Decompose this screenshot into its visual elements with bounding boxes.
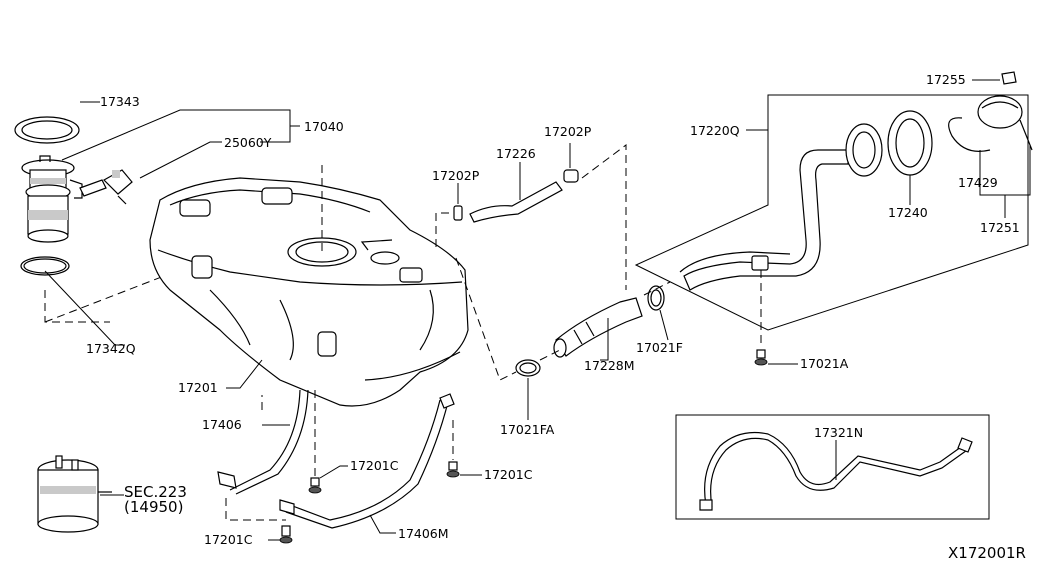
part-label-17343: 17343 xyxy=(100,94,140,109)
part-label-17201c-a: 17201C xyxy=(350,458,399,473)
part-label-17021a: 17021A xyxy=(800,356,849,371)
part-label-17201c-c: 17201C xyxy=(204,532,253,547)
part-label-17220q: 17220Q xyxy=(690,123,740,138)
tank-strap-17406m-icon xyxy=(279,393,455,529)
bolt-17201c-b-icon xyxy=(446,461,460,478)
vent-tube-box xyxy=(675,414,990,520)
part-label-17226: 17226 xyxy=(496,146,536,161)
bolt-17201c-a-icon xyxy=(308,477,322,494)
bolt-17201c-c-icon xyxy=(279,525,293,544)
clamp-17202p-a-icon xyxy=(453,205,463,221)
part-label-17255: 17255 xyxy=(926,72,966,87)
tank-strap-17406-icon xyxy=(217,389,309,495)
clamp-17021fa-icon xyxy=(515,359,541,377)
fuel-pump-oring-icon xyxy=(20,256,70,276)
part-label-17201c-b: 17201C xyxy=(484,467,533,482)
cap-tether-17429-icon xyxy=(948,117,991,152)
part-label-25060y: 25060Y xyxy=(224,135,272,150)
fuel-level-sensor-icon xyxy=(79,169,133,205)
part-label-17406: 17406 xyxy=(202,417,242,432)
fuel-pump-seal-ring-icon xyxy=(14,116,80,144)
part-label-17040: 17040 xyxy=(304,119,344,134)
cap-clip-17255-icon xyxy=(1001,71,1017,85)
part-label-17406m: 17406M xyxy=(398,526,449,541)
part-label-17021f: 17021F xyxy=(636,340,683,355)
part-label-17342q: 17342Q xyxy=(86,341,136,356)
part-label-17321n: 17321N xyxy=(814,425,863,440)
clamp-17021f-icon xyxy=(647,285,665,311)
part-label-17240: 17240 xyxy=(888,205,928,220)
part-label-17202p-b: 17202P xyxy=(544,124,592,139)
breather-hose-17226-icon xyxy=(469,181,563,223)
filler-gasket-17240-icon xyxy=(887,110,933,176)
filler-tube-17220q-icon xyxy=(679,123,883,291)
part-label-17021fa: 17021FA xyxy=(500,422,555,437)
diagram-id-label: X172001R xyxy=(948,544,1026,562)
sec-ref-label-1: SEC.223 xyxy=(124,483,187,501)
evap-canister-icon xyxy=(37,455,112,533)
fuel-tank-icon xyxy=(149,177,469,407)
bolt-17021a-icon xyxy=(754,349,768,366)
fuel-cap-17251-icon xyxy=(977,95,1033,151)
sec-ref-label-2: (14950) xyxy=(124,498,183,516)
part-label-17201: 17201 xyxy=(178,380,218,395)
vent-tube-17321n-icon xyxy=(699,431,973,511)
part-label-17228m: 17228M xyxy=(584,358,635,373)
fuel-pump-module-icon xyxy=(21,155,83,243)
part-label-17429: 17429 xyxy=(958,175,998,190)
part-label-17202p-a: 17202P xyxy=(432,168,480,183)
filler-hose-17228m-icon xyxy=(553,297,643,358)
clamp-17202p-b-icon xyxy=(563,169,579,183)
part-label-17251: 17251 xyxy=(980,220,1020,235)
filler-tube-box xyxy=(634,94,1029,331)
